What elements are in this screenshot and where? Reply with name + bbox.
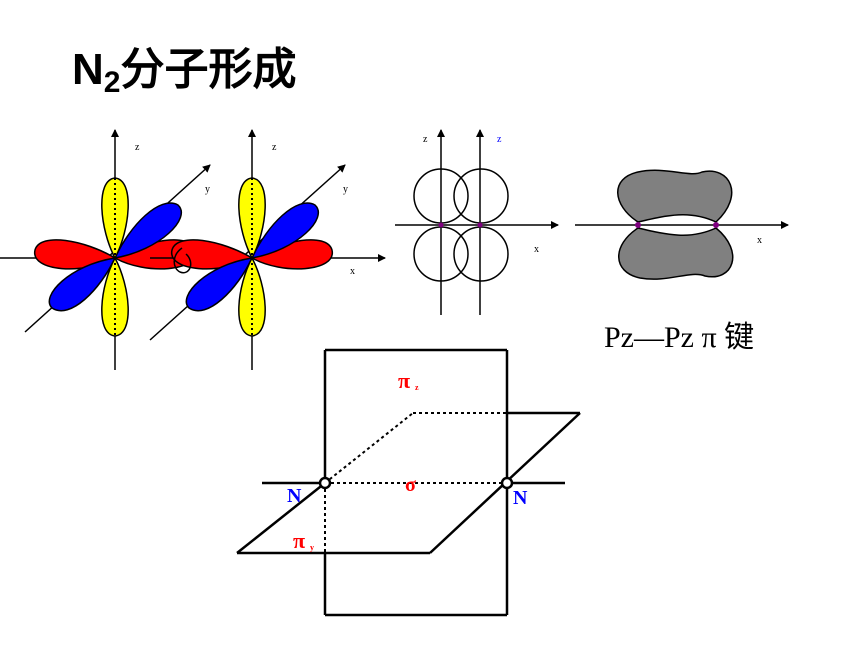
pi-bond-cloud: x bbox=[575, 169, 789, 280]
py-lobe-upper-2 bbox=[250, 202, 320, 259]
pi-y-subscript: y bbox=[310, 543, 314, 552]
atom-orbitals-left: z y bbox=[0, 129, 211, 370]
overlap-label-z2: z bbox=[497, 134, 502, 145]
axis-label-y-right: y bbox=[343, 184, 348, 195]
pz-lobe-lower bbox=[101, 256, 129, 337]
pz-lobe-lower-2 bbox=[238, 256, 266, 337]
axis-label-z-right: z bbox=[272, 142, 277, 153]
pi-label-x: x bbox=[757, 235, 762, 246]
pz-lower-right bbox=[453, 226, 509, 282]
y-axis-right bbox=[149, 164, 346, 341]
pi-z-subscript: z bbox=[415, 383, 419, 392]
nucleus-left bbox=[318, 476, 332, 490]
pi-z-label: π bbox=[398, 368, 410, 393]
overlap-loop bbox=[173, 247, 192, 274]
pi-cloud-lower bbox=[618, 227, 734, 280]
py-lobe-lower bbox=[48, 257, 117, 312]
atom-orbitals-right: z y x bbox=[149, 129, 386, 370]
nucleus-right bbox=[500, 476, 514, 490]
pi-cloud-upper bbox=[617, 169, 733, 223]
axis-label-z-left: z bbox=[135, 142, 140, 153]
sigma-label: σ bbox=[405, 474, 416, 496]
overlap-label-x: x bbox=[534, 244, 539, 255]
pz-upper-right bbox=[453, 168, 509, 224]
atom-label-left: N bbox=[287, 485, 302, 507]
axis-label-y-left: y bbox=[205, 184, 210, 195]
title-rest: 分子形成 bbox=[120, 45, 297, 94]
page-title: N2分子形成 bbox=[72, 45, 297, 99]
title-subscript: 2 bbox=[103, 66, 121, 99]
atom-label-right: N bbox=[513, 487, 528, 509]
axis-label-x-right: x bbox=[350, 266, 355, 277]
bond-plane-diagram: π z π y σ N N bbox=[236, 348, 581, 617]
overlap-label-z1: z bbox=[423, 134, 428, 145]
pz-overlap-diagram: z z x bbox=[395, 129, 559, 315]
py-lobe-upper bbox=[113, 202, 183, 259]
pi-y-label: π bbox=[293, 528, 305, 553]
py-lobe-lower-2 bbox=[185, 257, 254, 312]
pi-bond-caption: Pz—Pz π 键 bbox=[604, 321, 755, 354]
